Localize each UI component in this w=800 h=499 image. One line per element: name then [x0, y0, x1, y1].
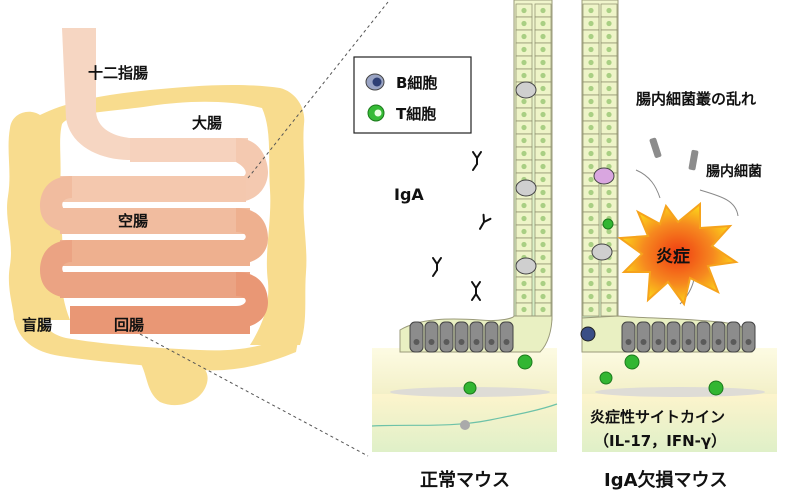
legend: B細胞 T細胞 [353, 56, 472, 134]
deficient-caption: IgA欠損マウス [604, 469, 728, 491]
inflammation-burst: 炎症 [617, 201, 739, 307]
duodenum-shape [62, 28, 130, 160]
villus-cells-normal [515, 3, 552, 317]
cytokines-detail: （IL-17，IFN-γ） [594, 432, 726, 450]
small-intestine-shape [40, 138, 268, 334]
b-cells [460, 326, 596, 430]
iga-antibodies [432, 151, 492, 301]
zoom-line-top [247, 1, 389, 179]
bacteria-label: 腸内細菌 [706, 163, 762, 180]
t-cells [463, 218, 724, 396]
legend-t-cell: T細胞 [396, 105, 436, 123]
villus-deficient [581, 0, 756, 353]
large-intestine-label: 大腸 [192, 114, 222, 132]
cecum-label: 盲腸 [22, 316, 52, 334]
jejunum-label: 空腸 [118, 212, 148, 230]
rectum-end-shape [140, 362, 208, 406]
villus-normal [399, 0, 553, 353]
iga-label: IgA [394, 185, 424, 204]
zoom-line-bottom [139, 333, 369, 457]
inflammation-label: 炎症 [656, 246, 690, 267]
intestine-illustration [7, 28, 307, 406]
duodenum-label: 十二指腸 [88, 64, 148, 82]
rectum-shape [14, 318, 300, 371]
dysbiosis-label: 腸内細菌叢の乱れ [636, 90, 756, 108]
tissue-deficient [582, 348, 777, 452]
cytokines-label: 炎症性サイトカイン [590, 408, 725, 426]
ileum-label: 回腸 [114, 316, 144, 334]
normal-caption: 正常マウス [420, 469, 510, 491]
legend-b-cell: B細胞 [396, 74, 437, 92]
